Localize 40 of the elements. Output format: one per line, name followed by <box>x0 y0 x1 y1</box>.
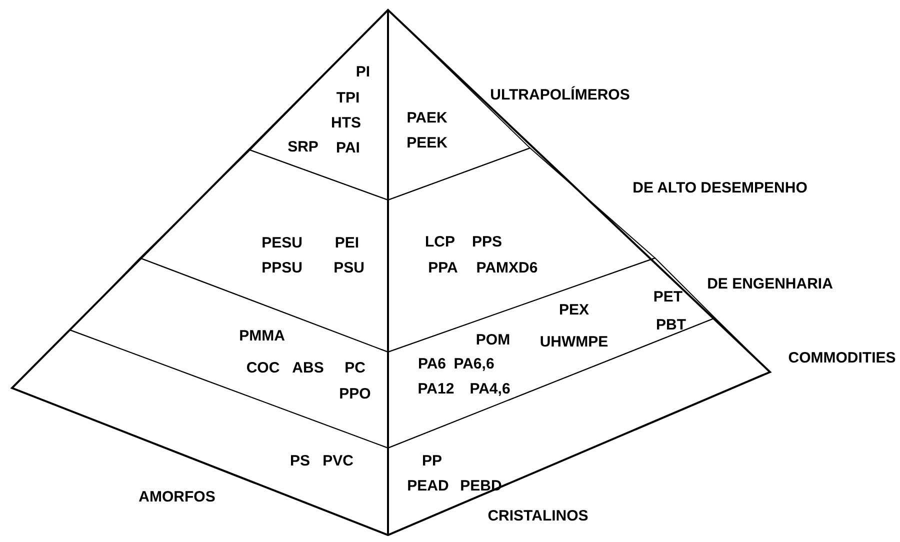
polymer-label: PPA <box>428 260 458 276</box>
polymer-label: PA12 <box>418 382 454 396</box>
polymer-label: PA6 <box>418 356 446 372</box>
polymer-label: PPSU <box>262 260 302 276</box>
polymer-label: PS <box>290 454 310 468</box>
polymer-label: ABS <box>292 360 324 376</box>
polymer-label: LCP <box>425 234 455 250</box>
polymer-label: PSU <box>334 260 364 276</box>
polymer-label: PPO <box>339 386 371 402</box>
polymer-label: PA4,6 <box>470 382 510 396</box>
polymer-label: PA6,6 <box>454 356 494 372</box>
polymer-label: PET <box>653 290 683 304</box>
side-label: AMORFOS <box>138 490 216 504</box>
polymer-label: HTS <box>331 116 361 130</box>
polymer-label: POM <box>476 332 510 348</box>
polymer-label: PESU <box>262 236 302 250</box>
polymer-label: PAI <box>336 140 360 156</box>
polymer-label: PAEK <box>406 110 448 126</box>
polymer-label: PC <box>344 360 366 376</box>
polymer-label: PEX <box>559 302 589 318</box>
polymer-label: PEAD <box>407 478 449 494</box>
polymer-label: UHWMPE <box>540 334 608 350</box>
polymer-label: PI <box>356 64 370 80</box>
polymer-label: PMMA <box>239 328 285 344</box>
tier-label: DE ENGENHARIA <box>707 276 833 292</box>
polymer-label: TPI <box>336 90 360 106</box>
polymer-label: SRP <box>288 140 318 154</box>
polymer-label: PBT <box>656 318 686 332</box>
side-label: CRISTALINOS <box>488 508 588 524</box>
polymer-label: PEBD <box>460 478 502 494</box>
polymer-label: PVC <box>322 454 354 468</box>
polymer-label: COC <box>246 360 280 376</box>
tier-label: ULTRAPOLÍMEROS <box>490 88 630 102</box>
polymer-label: PPS <box>472 234 502 250</box>
polymer-label: PEI <box>334 236 360 250</box>
polymer-label: PAMXD6 <box>476 260 538 276</box>
polymer-label: PP <box>422 454 442 468</box>
tier-label: DE ALTO DESEMPENHO <box>632 180 808 196</box>
tier-label: COMMODITIES <box>788 350 896 366</box>
polymer-label: PEEK <box>406 136 448 150</box>
